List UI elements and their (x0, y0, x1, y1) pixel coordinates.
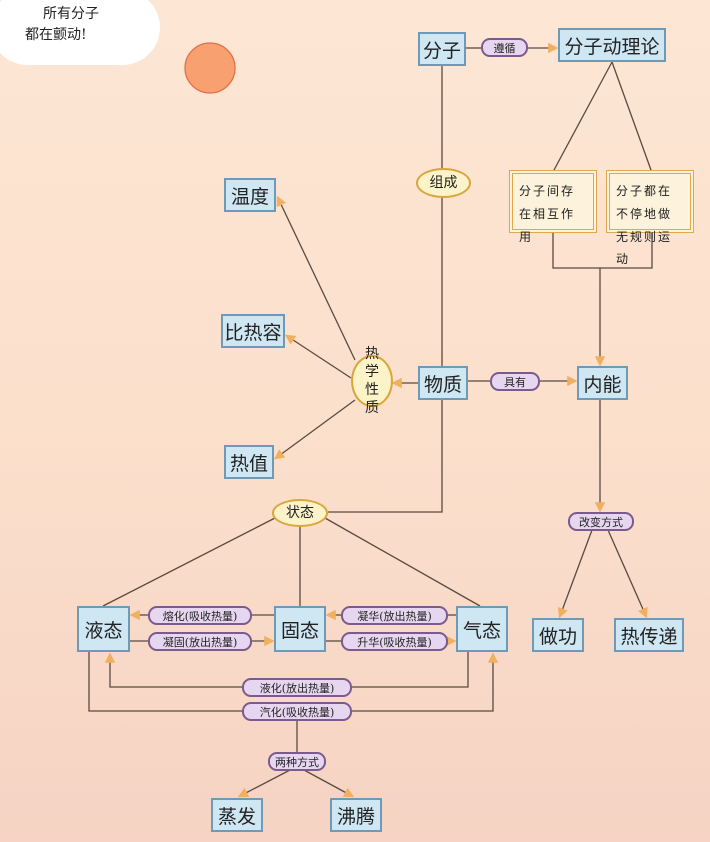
link-solidifying: 凝固(放出热量) (148, 632, 252, 651)
link-composes: 组成 (416, 168, 471, 198)
node-molecule: 分子 (418, 32, 466, 66)
link-two-ways: 两种方式 (268, 752, 326, 771)
node-boiling: 沸腾 (330, 798, 382, 832)
link-has: 具有 (490, 372, 540, 391)
node-gas: 气态 (456, 606, 508, 652)
link-vaporization: 汽化(吸收热量) (242, 702, 352, 721)
node-heat-value: 热值 (224, 445, 274, 479)
node-state: 状态 (272, 499, 328, 527)
link-sublimation: 升华(吸收热量) (341, 632, 448, 651)
link-liquefaction: 液化(放出热量) (242, 678, 352, 697)
node-random-motion: 分子都在不停地做无规则运动 (606, 170, 694, 266)
node-kinetic-theory: 分子动理论 (558, 28, 666, 62)
speech-line-1: 所有分子 (43, 6, 99, 22)
link-desublimation: 凝华(放出热量) (341, 606, 448, 625)
node-thermal-props: 热学性质 (351, 346, 393, 416)
speech-line-2: 都在颤动! (25, 27, 87, 43)
link-change-ways: 改变方式 (568, 512, 634, 531)
node-liquid: 液态 (77, 606, 130, 652)
node-matter: 物质 (418, 366, 468, 400)
node-specific-heat: 比热容 (221, 314, 285, 348)
node-work: 做功 (532, 618, 584, 652)
node-internal-energy: 内能 (577, 366, 628, 400)
link-melting: 熔化(吸收热量) (148, 606, 252, 625)
speech-bubble: 所有分子 都在颤动! (0, 0, 160, 65)
node-interaction: 分子间存在相互作用 (509, 170, 597, 244)
node-temperature: 温度 (224, 178, 276, 212)
node-heat-transfer: 热传递 (614, 618, 684, 652)
node-evaporation: 蒸发 (211, 798, 263, 832)
node-solid: 固态 (274, 606, 326, 652)
sun-icon (184, 42, 236, 94)
link-follows: 遵循 (481, 38, 528, 57)
